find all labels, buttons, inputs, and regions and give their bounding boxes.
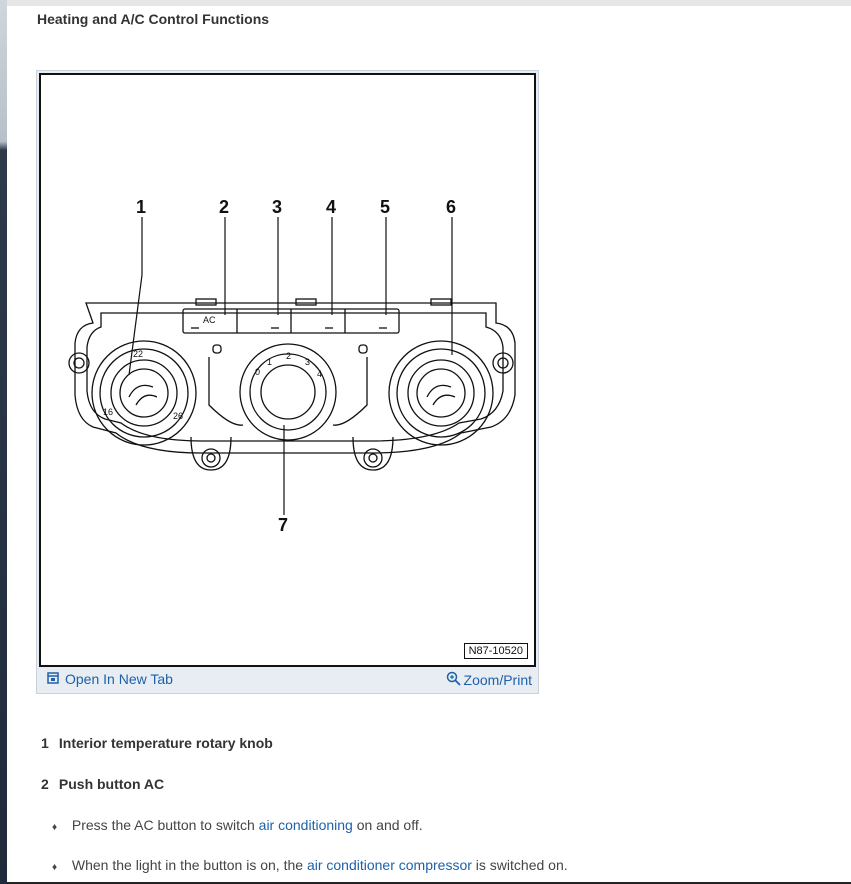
- callout-7: 7: [278, 515, 288, 535]
- top-divider: [7, 0, 851, 6]
- temp-scale-26: 26: [173, 411, 183, 421]
- open-in-new-tab-link[interactable]: Open In New Tab: [47, 671, 173, 687]
- fan-scale-2: 2: [286, 351, 291, 361]
- control-panel-diagram: 1 2 3 4 5 6 7 AC 0 1 2 3 4 22 16 26: [68, 197, 516, 535]
- temp-scale-22: 22: [133, 349, 143, 359]
- bullet-text-post: is switched on.: [471, 857, 568, 873]
- callout-1: 1: [136, 197, 146, 217]
- air-conditioner-compressor-link[interactable]: air conditioner compressor: [306, 857, 472, 873]
- bullet-item: ♦ When the light in the button is on, th…: [52, 857, 568, 873]
- fan-scale-3: 3: [305, 357, 310, 367]
- zoom-print-link[interactable]: Zoom/Print: [446, 671, 532, 689]
- item-label: Push button AC: [58, 776, 165, 792]
- open-in-new-tab-label: Open In New Tab: [65, 671, 173, 687]
- air-conditioning-link[interactable]: air conditioning: [258, 817, 353, 833]
- page-title: Heating and A/C Control Functions: [37, 11, 270, 27]
- zoom-icon: [446, 671, 461, 689]
- bullet-text-post: on and off.: [352, 817, 423, 833]
- ac-button-label: AC: [203, 315, 216, 325]
- figure-container: 1 2 3 4 5 6 7 AC 0 1 2 3 4 22 16 26 N87-…: [36, 70, 539, 694]
- open-new-tab-icon: [47, 671, 59, 687]
- callout-5: 5: [380, 197, 390, 217]
- fan-scale-4: 4: [317, 369, 322, 379]
- callout-2: 2: [219, 197, 229, 217]
- temp-scale-16: 16: [103, 407, 113, 417]
- item-heading-2: 2 Push button AC: [41, 776, 164, 792]
- diamond-bullet-icon: ♦: [52, 862, 58, 873]
- figure-image[interactable]: 1 2 3 4 5 6 7 AC 0 1 2 3 4 22 16 26 N87-…: [39, 73, 536, 667]
- left-edge-strip: [0, 0, 7, 884]
- bullet-text-pre: Press the AC button to switch: [71, 817, 259, 833]
- callout-3: 3: [272, 197, 282, 217]
- bottom-divider: [7, 882, 851, 884]
- figure-links: Open In New Tab Zoom/Print: [37, 667, 538, 693]
- item-heading-1: 1 Interior temperature rotary knob: [41, 735, 273, 751]
- figure-id: N87-10520: [463, 643, 528, 659]
- callout-4: 4: [326, 197, 336, 217]
- zoom-print-label: Zoom/Print: [463, 672, 532, 688]
- diamond-bullet-icon: ♦: [52, 822, 58, 833]
- item-number: 2: [41, 776, 49, 792]
- item-label: Interior temperature rotary knob: [58, 735, 273, 751]
- bullet-item: ♦ Press the AC button to switch air cond…: [52, 817, 423, 833]
- item-number: 1: [41, 735, 49, 751]
- callout-6: 6: [446, 197, 456, 217]
- bullet-text-pre: When the light in the button is on, the: [71, 857, 307, 873]
- fan-scale-1: 1: [267, 357, 272, 367]
- fan-scale-0: 0: [255, 367, 260, 377]
